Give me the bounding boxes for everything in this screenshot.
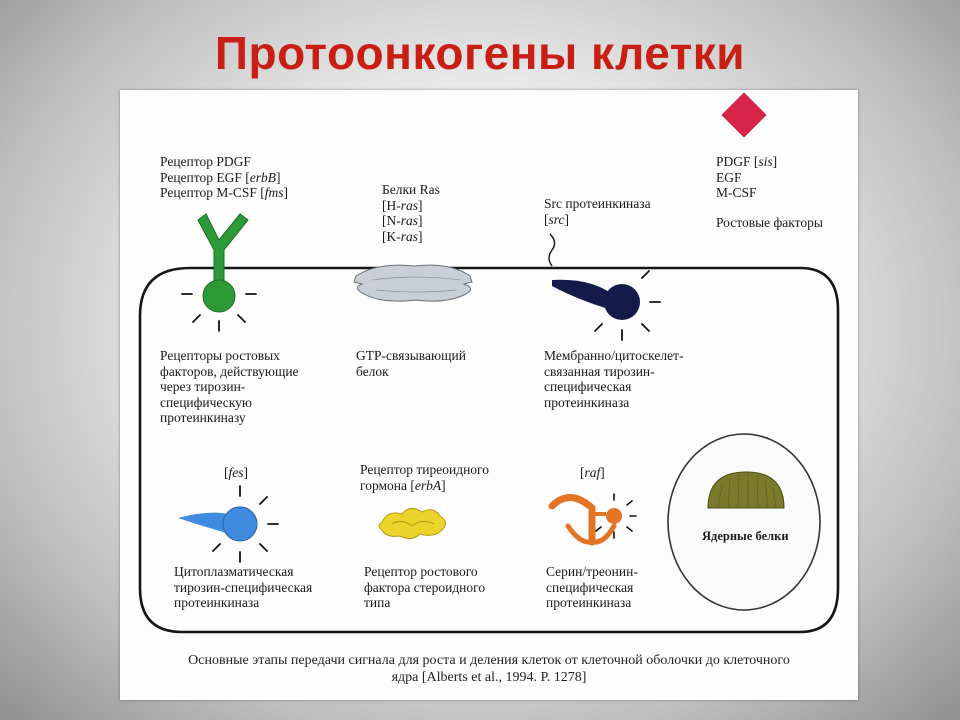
ras-protein-icon (353, 264, 473, 302)
slide-title: Протоонкогены клетки (214, 27, 746, 79)
raf-kinase-icon (548, 493, 637, 546)
cytoplasmic-kinase-description: Цитоплазматическая тирозин-специфическая… (174, 564, 313, 610)
growth-factors-label: PDGF [sis] EGF M-CSF Ростовые факторы (716, 154, 823, 230)
thyroid-receptor-label: Рецептор тиреоидного гормона [erbA] (360, 462, 489, 493)
receptor-description: Рецепторы ростовых факторов, действующие… (160, 348, 299, 425)
nucleus (667, 433, 821, 611)
growth-factor-icon (721, 92, 767, 138)
steroid-receptor-description: Рецептор ростового фактора стероидного т… (364, 564, 486, 610)
pdgf-receptor-label: Рецептор PDGF Рецептор EGF [erbB] Рецепт… (160, 154, 289, 200)
serine-kinase-description: Серин/треонин- специфическая протеинкина… (546, 564, 638, 610)
diagram-panel: Рецептор PDGF Рецептор EGF [erbB] Рецепт… (120, 90, 858, 700)
gtp-description: GTP-связывающий белок (356, 348, 466, 379)
membrane-kinase-description: Мембранно/цитоскелет- связанная тирозин-… (544, 348, 684, 410)
thyroid-receptor-icon (378, 508, 446, 540)
ras-label: Белки Ras [H-ras] [N-ras] [K-ras] (382, 182, 440, 244)
raf-label: [raf] (580, 465, 605, 480)
fes-label: [fes] (224, 465, 248, 480)
diagram-figure (138, 92, 840, 634)
src-kinase-icon (548, 233, 661, 341)
figure-caption: Основные этапы передачи сигнала для рост… (188, 653, 790, 685)
growth-factor-receptor-icon (181, 213, 257, 332)
cell-membrane (138, 266, 840, 634)
nuclear-proteins-label: Ядерные белки (702, 529, 789, 543)
fes-kinase-icon (178, 485, 279, 563)
src-label: Src протеинкиназа [src] (544, 196, 651, 227)
